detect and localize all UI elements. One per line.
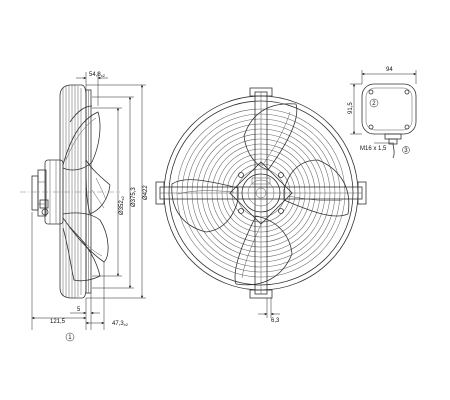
svg-text:54,8x2: 54,8x2 (89, 72, 106, 78)
svg-text:47,3x2: 47,3x2 (112, 321, 129, 327)
dia-3-label: Ø422 (143, 185, 149, 200)
side-blades (62, 105, 111, 282)
fan-hub (229, 161, 293, 225)
fan-blades (171, 103, 350, 286)
marker-3-label: 3 (404, 148, 408, 154)
gland-label: M16 x 1,5 (360, 146, 387, 152)
dim-top-label: 54,8 (89, 72, 101, 78)
dia-1-label: Ø352 (119, 200, 125, 215)
dim-front-bottom-label: 6,3 (271, 318, 280, 324)
mounting-cross (155, 87, 367, 299)
svg-text:Ø352x2: Ø352x2 (119, 195, 125, 215)
side-guard-grid (59, 84, 87, 299)
dim-bottom-right-label: 47,3 (112, 321, 124, 327)
marker-1-label: 1 (68, 335, 72, 341)
terminal-height-label: 91,5 (348, 102, 354, 114)
terminal-width-label: 94 (386, 67, 393, 73)
dim-bottom-left-label: 121,5 (50, 319, 66, 325)
dim-bottom: 121,5 5 47,3x2 (31, 212, 129, 330)
motor-body (31, 159, 64, 225)
dia-1-suffix: x2 (120, 195, 125, 200)
dim-top: 54,8x2 (76, 72, 108, 106)
dim-front-bottom: 6,3 (258, 298, 280, 324)
marker-2-label: 2 (372, 101, 376, 107)
front-view: 6,3 (155, 87, 367, 324)
dia-2-label: Ø375,3 (131, 187, 137, 207)
terminal-box (361, 83, 417, 135)
dim-bottom-right-suffix: x2 (124, 322, 129, 327)
terminal-box-view: 94 91,5 2 M16 x 1,5 3 (348, 67, 417, 159)
marker-1: 1 (65, 332, 75, 342)
dim-diameters: Ø352x2 Ø375,3 Ø422 (86, 84, 149, 299)
dim-top-suffix: x2 (101, 73, 106, 78)
dim-bottom-mid-label: 5 (77, 307, 81, 313)
side-view: 54,8x2 Ø352x2 Ø375,3 Ø422 121,5 (20, 72, 149, 342)
